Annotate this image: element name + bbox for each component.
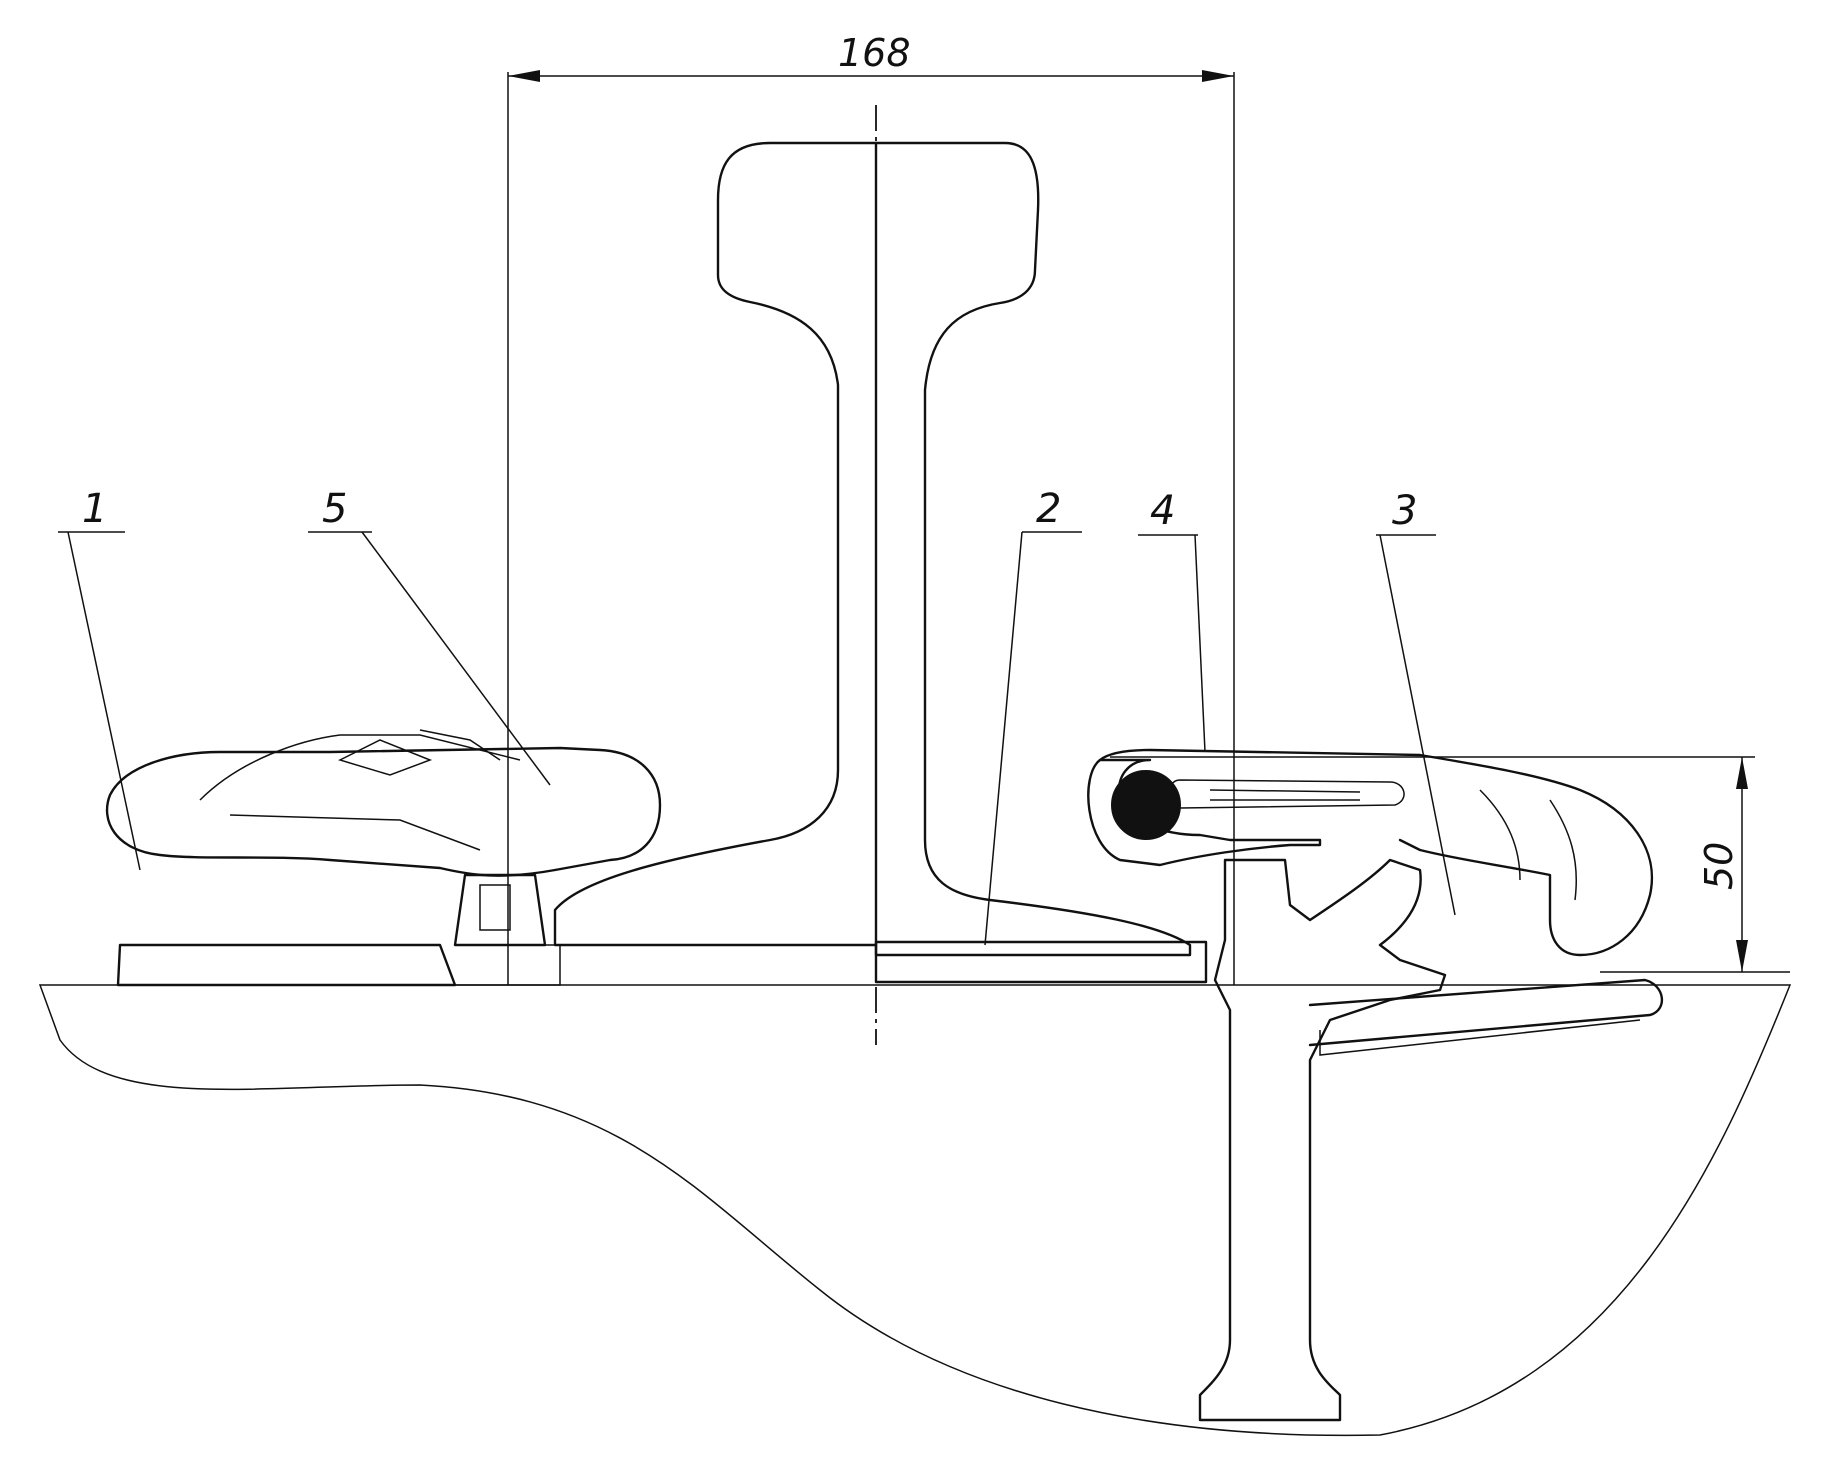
shoulder-plate-left [116, 943, 457, 987]
callout-2-leader [984, 531, 1023, 946]
callout-1-label: 1 [82, 486, 107, 532]
callout-3-label: 3 [1392, 488, 1417, 534]
spring-clip-3-inner [1168, 779, 1405, 809]
callout-4-label: 4 [1150, 488, 1175, 534]
spring-clip-1-loop [337, 729, 501, 776]
shoulder-plate-right [1308, 978, 1664, 1047]
callout-2-label: 2 [1036, 486, 1061, 532]
rail-section-right [874, 141, 1192, 957]
spring-clip-3 [1098, 748, 1654, 957]
dim-168-arrow-right [1202, 70, 1234, 82]
dim-168-arrow-left [508, 70, 540, 82]
callout-3-leader [1379, 534, 1456, 916]
spring-clip-3-inner-2 [1209, 789, 1361, 801]
callout-4-leader [1194, 534, 1206, 753]
dim-168-label: 168 [838, 31, 911, 75]
rail-profile-left [553, 141, 878, 947]
dim-50-arrow-top [1736, 757, 1748, 789]
spring-clip-1-inner [199, 734, 521, 851]
shoulder-plate-right-under [1319, 1019, 1641, 1056]
spring-clip-3-tail [1479, 789, 1578, 901]
callout-5-label: 5 [322, 486, 347, 532]
dim-50-arrow-bottom [1736, 940, 1748, 972]
spring-clip-1 [105, 746, 662, 877]
dim-50-label: 50 [1697, 842, 1741, 890]
sleeper-outline [38, 984, 1792, 1437]
callout-1-leader [67, 531, 141, 871]
shoulder-post-left-inner [479, 884, 511, 931]
rail-pad [874, 940, 1208, 984]
embedded-anchor-4 [1198, 858, 1447, 1422]
callout-5-leader [361, 531, 551, 786]
clip-toe-4 [1111, 770, 1181, 840]
